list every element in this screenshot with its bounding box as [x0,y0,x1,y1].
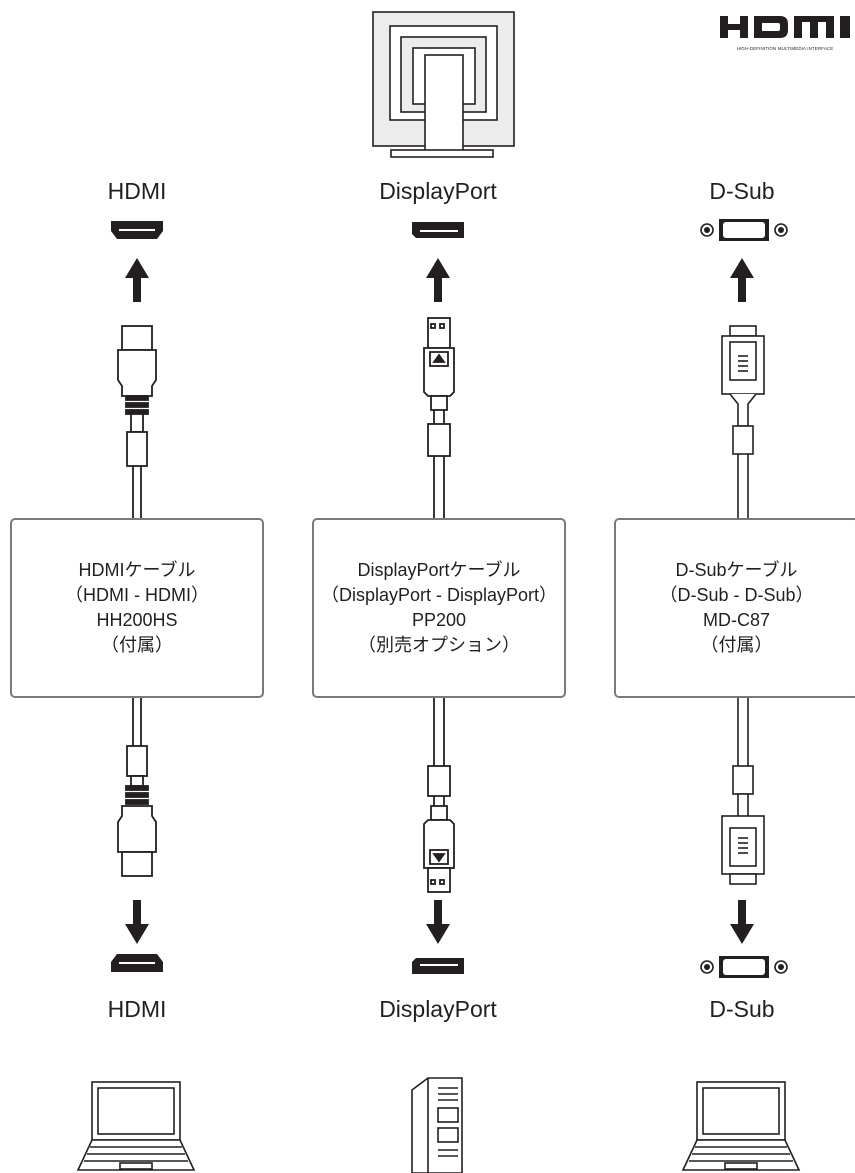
laptop-icon [76,1081,196,1171]
cable-model: HH200HS [96,610,178,630]
arrow-up-icon [730,258,754,302]
cable-model: PP200 [411,610,467,630]
hdmi-logo-subtitle: HIGH-DEFINITION MULTIMEDIA INTERFACE [736,46,834,51]
hdmi-logo: HIGH-DEFINITION MULTIMEDIA INTERFACE [718,14,852,51]
hdmi-logo-mark [720,16,850,38]
cable-name: DisplayPortケーブル [357,560,521,580]
cable-ends: （HDMI - HDMI） [65,585,209,605]
top-port-label-displayport: DisplayPort [379,178,497,204]
hdmi-plug-top-icon [117,325,157,520]
displayport-plug-bottom-icon [423,698,455,893]
cable-box-dsub: D-Subケーブル （D-Sub - D-Sub） MD-C87 （付属） [614,518,855,698]
cable-name: HDMIケーブル [78,560,196,580]
cable-note: （付属） [700,635,773,655]
monitor-back-icon [372,11,515,158]
cable-ends: （DisplayPort - DisplayPort） [320,585,558,605]
bottom-port-label-dsub: D-Sub [709,996,775,1022]
arrow-down-icon [426,900,450,944]
hdmi-plug-bottom-icon [117,698,157,877]
top-port-label-dsub: D-Sub [709,178,775,204]
dsub-plug-bottom-icon [721,698,765,885]
arrow-up-icon [426,258,450,302]
cable-note: （付属） [101,635,173,655]
cable-note: （別売オプション） [358,635,520,655]
bottom-port-label-hdmi: HDMI [107,996,167,1022]
arrow-up-icon [125,258,149,302]
desktop-tower-icon [411,1077,463,1173]
arrow-down-icon [125,900,149,944]
cable-box-displayport: DisplayPortケーブル （DisplayPort - DisplayPo… [312,518,566,698]
laptop-icon [681,1081,801,1171]
bottom-port-label-displayport: DisplayPort [379,996,497,1022]
cable-model: MD-C87 [702,610,770,630]
displayport-plug-top-icon [423,317,455,520]
dsub-port-bottom-icon [700,956,788,978]
cable-ends: （D-Sub - D-Sub） [659,585,814,605]
top-port-label-hdmi: HDMI [107,178,167,204]
cable-box-hdmi: HDMIケーブル （HDMI - HDMI） HH200HS （付属） [10,518,264,698]
dsub-port-top-icon [700,219,788,241]
dsub-plug-top-icon [721,325,765,520]
cable-name: D-Subケーブル [675,560,798,580]
arrow-down-icon [730,900,754,944]
